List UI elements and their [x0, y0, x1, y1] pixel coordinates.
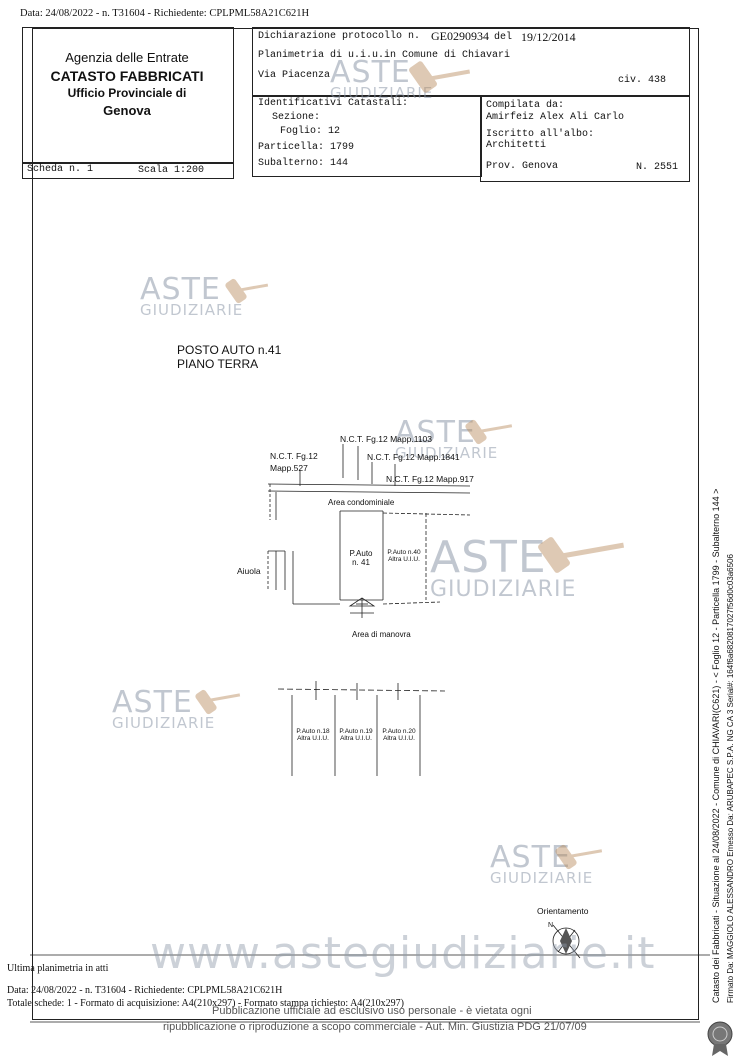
firmato-side-text: Firmato Da: MAGGIOLO ALESSANDRO Emesso D…	[726, 554, 735, 1003]
agency-box	[22, 27, 234, 164]
north-label: N	[548, 922, 554, 929]
sezione-field: Sezione:	[272, 112, 321, 123]
area-manovra-label: Area di manovra	[352, 630, 411, 639]
ufficio-city: Genova	[103, 103, 151, 118]
footer-request: Data: 24/08/2022 - n. T31604 - Richieden…	[7, 985, 283, 996]
area-condominiale-label: Area condominiale	[328, 498, 395, 507]
civ-line: civ. 438	[618, 75, 667, 86]
nct-label: N.C.T. Fg.12 Mapp.1103	[340, 434, 432, 444]
nct-label: N.C.T. Fg.12 Mapp.917	[386, 474, 474, 484]
document-frame	[32, 28, 699, 1020]
foglio-field: Foglio: 12	[280, 126, 341, 137]
plan-title: POSTO AUTO n.41	[177, 343, 282, 357]
agency-block: Agenzia delle Entrate CATASTO FABBRICATI…	[22, 50, 232, 118]
catasto-side-text: Catasto dei Fabbricati - Situazione al 2…	[711, 488, 721, 1003]
scala-label: Scala 1:200	[138, 165, 205, 176]
pubblicazione-line2: ripubblicazione o riproduzione a scopo c…	[163, 1021, 587, 1033]
footer-totale: Totale schede: 1 - Formato di acquisizio…	[7, 998, 404, 1009]
provincia-value: Prov. Genova	[486, 161, 559, 172]
nct-label: Mapp.527	[270, 463, 308, 473]
ufficio-label: Ufficio Provinciale di	[67, 86, 187, 100]
protocol-number: GE0290934	[431, 29, 489, 43]
protocol-date: 19/12/2014	[521, 30, 576, 44]
catasto-title: CATASTO FABBRICATI	[50, 68, 204, 84]
orientamento-label: Orientamento	[537, 906, 589, 916]
compiler-name: Amirfeiz Alex Ali Carlo	[486, 112, 625, 123]
plan-floor: PIANO TERRA	[177, 357, 259, 371]
particella-field: Particella: 1799	[258, 142, 355, 153]
site-watermark: www.astegiudiziarie.it	[150, 928, 656, 979]
nct-label: N.C.T. Fg.12 Mapp.1841	[367, 452, 460, 462]
agency-name: Agenzia delle Entrate	[65, 50, 189, 65]
seal-icon	[707, 1021, 733, 1056]
del-label: del	[494, 32, 513, 43]
albo-value: Architetti	[486, 140, 547, 151]
compilata-label: Compilata da:	[486, 100, 565, 111]
identificativi-box	[252, 95, 482, 177]
identificativi-title: Identificativi Catastali:	[258, 98, 409, 109]
nct-label: N.C.T. Fg.12	[270, 451, 318, 461]
aiuola-label: Aiuola	[237, 566, 261, 576]
scheda-box	[22, 162, 234, 179]
planimetria-line: Planimetria di u.i.u.in Comune di Chiava…	[258, 50, 511, 61]
declaration-box	[252, 27, 690, 97]
albo-number: N. 2551	[636, 162, 679, 173]
compilata-box	[480, 95, 690, 182]
ultima-planimetria: Ultima planimetria in atti	[7, 963, 109, 974]
pubblicazione-line1: Pubblicazione ufficiale ad esclusivo uso…	[212, 1005, 532, 1017]
iscritto-label: Iscritto all'albo:	[486, 129, 595, 140]
via-line: Via Piacenza	[258, 70, 331, 81]
subalterno-field: Subalterno: 144	[258, 158, 349, 169]
scheda-number: Scheda n. 1	[27, 164, 94, 175]
request-header: Data: 24/08/2022 - n. T31604 - Richieden…	[20, 8, 310, 19]
protocol-label: Dichiarazione protocollo n.	[258, 31, 421, 42]
